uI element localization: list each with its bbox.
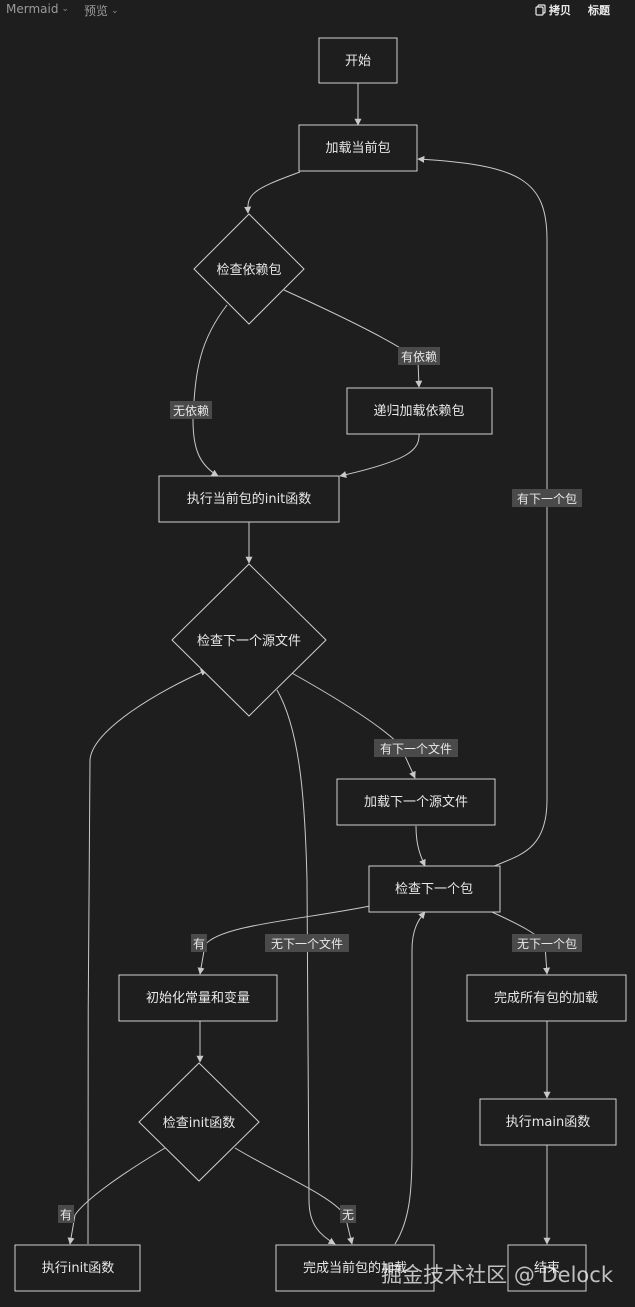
node-exec-main: 执行main函数	[479, 1098, 617, 1146]
edge-donecur-checkpkg	[394, 911, 426, 1245]
node-exec-main-label: 执行main函数	[506, 1115, 590, 1130]
title-button[interactable]: 标题	[588, 2, 610, 18]
svg-text:无依赖: 无依赖	[173, 403, 209, 418]
svg-text:无: 无	[342, 1208, 354, 1222]
node-done-cur: 完成当前包的加载	[275, 1244, 435, 1292]
node-init-const-label: 初始化常量和变量	[146, 990, 250, 1006]
edge-execinit-checkfile	[87, 669, 208, 1245]
edge-label-has-next-pkg: 有下一个包	[512, 489, 582, 507]
edge-label-yes2: 有	[58, 1205, 74, 1223]
title-label: 标题	[588, 4, 610, 17]
svg-text:有下一个文件: 有下一个文件	[380, 741, 452, 756]
node-exec-init-label: 执行init函数	[42, 1261, 115, 1276]
node-check-init: 检查init函数	[138, 1062, 260, 1182]
node-end: 结束	[507, 1244, 587, 1292]
edge-label-has-dep: 有依赖	[398, 347, 440, 365]
svg-text:无下一个包: 无下一个包	[517, 937, 577, 951]
node-check-file: 检查下一个源文件	[171, 563, 327, 717]
node-start-label: 开始	[345, 54, 371, 69]
edge-label-no-next-pkg: 无下一个包	[512, 934, 582, 952]
node-load-file-label: 加载下一个源文件	[364, 795, 468, 810]
edge-checkinit-donecur	[234, 1147, 354, 1245]
svg-text:有依赖: 有依赖	[401, 349, 437, 364]
copy-label: 拷贝	[549, 4, 571, 17]
edge-checkpkg-load	[417, 155, 548, 868]
edge-label-no-next-file: 无下一个文件	[265, 934, 349, 952]
node-init-const: 初始化常量和变量	[118, 974, 278, 1022]
node-check-pkg: 检查下一个包	[368, 865, 501, 913]
edge-recursive-runinit	[339, 432, 420, 479]
chevron-down-icon: ⌄	[111, 5, 119, 16]
edge-checkdeps-runinit	[192, 304, 228, 477]
copy-button[interactable]: 拷贝	[535, 2, 571, 18]
edge-checkpkg-initconst	[197, 905, 371, 975]
edge-label-no: 无	[340, 1205, 356, 1223]
node-check-pkg-label: 检查下一个包	[395, 882, 473, 897]
view-dropdown[interactable]: 预览 ⌄	[84, 2, 119, 19]
node-check-deps-label: 检查依赖包	[216, 263, 281, 278]
chevron-down-icon: ⌄	[61, 4, 69, 14]
node-recursive-label: 递归加载依赖包	[373, 404, 464, 419]
view-label: 预览	[84, 4, 109, 18]
svg-text:有: 有	[193, 937, 205, 951]
edge-loadfile-checkpkg	[415, 825, 426, 867]
node-done-all: 完成所有包的加载	[466, 974, 627, 1022]
watermark: 掘金技术社区 @ Delock	[381, 1263, 613, 1287]
node-end-label: 结束	[534, 1261, 560, 1276]
node-run-init: 执行当前包的init函数	[158, 475, 340, 523]
svg-text:有: 有	[60, 1208, 72, 1222]
edge-label-yes: 有	[191, 934, 207, 952]
node-check-deps: 检查依赖包	[193, 213, 305, 325]
edge-checkdeps-recursive	[283, 289, 423, 388]
node-done-cur-label: 完成当前包的加载	[303, 1260, 407, 1276]
edge-label-no-dep: 无依赖	[170, 401, 212, 419]
node-done-all-label: 完成所有包的加载	[494, 990, 598, 1006]
edge-load-checkdeps	[244, 171, 301, 214]
edge-checkfile-donecur	[276, 689, 336, 1245]
edge-checkfile-loadfile	[289, 671, 416, 779]
copy-icon	[535, 4, 546, 16]
svg-text:有下一个包: 有下一个包	[517, 492, 577, 506]
toolbar: Mermaid ⌄ 预览 ⌄ 拷贝 标题	[0, 0, 635, 20]
edge-label-has-next-file: 有下一个文件	[374, 739, 458, 757]
node-run-init-label: 执行当前包的init函数	[187, 491, 312, 507]
node-check-file-label: 检查下一个源文件	[197, 634, 301, 649]
edge-checkinit-execinit	[67, 1147, 166, 1245]
node-load: 加载当前包	[298, 124, 418, 172]
edges	[67, 83, 551, 1245]
node-recursive: 递归加载依赖包	[346, 387, 493, 435]
svg-text:无下一个文件: 无下一个文件	[271, 936, 343, 951]
node-start: 开始	[318, 37, 398, 84]
language-dropdown[interactable]: Mermaid ⌄	[6, 2, 69, 16]
node-check-init-label: 检查init函数	[163, 1116, 236, 1131]
node-exec-init: 执行init函数	[14, 1244, 141, 1292]
node-load-label: 加载当前包	[325, 140, 390, 156]
node-load-file: 加载下一个源文件	[336, 778, 496, 826]
language-label: Mermaid	[6, 2, 59, 16]
